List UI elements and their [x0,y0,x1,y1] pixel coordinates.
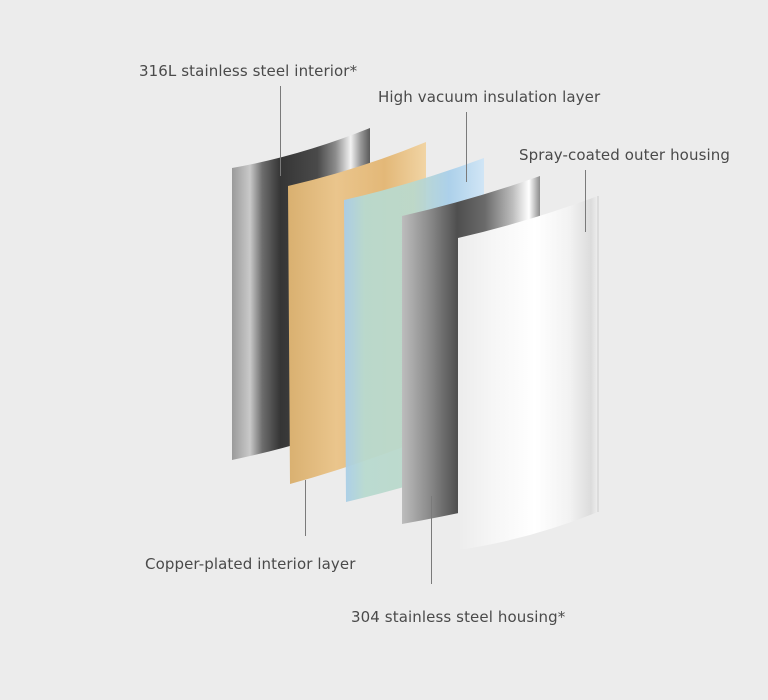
leader-316l-steel [280,86,281,176]
label-316l-steel-interior: 316L stainless steel interior* [139,62,358,80]
leader-vacuum [466,112,467,182]
leader-304-steel [431,496,432,584]
label-vacuum-insulation: High vacuum insulation layer [378,88,601,106]
label-copper-plated-layer: Copper-plated interior layer [145,555,356,573]
panel-spray-coated-housing [458,196,598,550]
label-spray-coated-housing: Spray-coated outer housing [519,146,730,164]
leader-copper [305,480,306,536]
label-304-steel-housing: 304 stainless steel housing* [351,608,566,626]
leader-spray-coated [585,170,586,232]
